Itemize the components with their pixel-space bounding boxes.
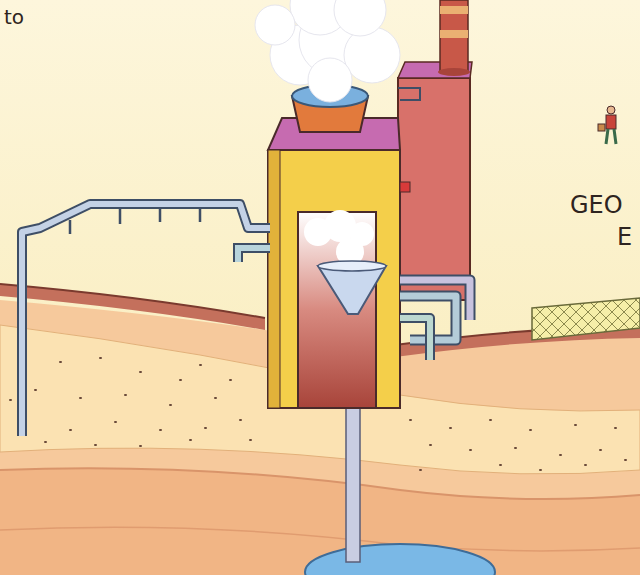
pipe-elbow bbox=[238, 248, 270, 262]
layer-line bbox=[0, 527, 640, 551]
worker-head bbox=[607, 106, 615, 114]
steam-puff bbox=[344, 27, 400, 83]
fence bbox=[532, 298, 640, 340]
pipe-elbow bbox=[238, 248, 270, 262]
steam-funnel bbox=[318, 266, 386, 314]
worker bbox=[598, 106, 616, 144]
worker-legs bbox=[606, 129, 616, 144]
steam-puff bbox=[334, 0, 386, 36]
hot-water-reservoir bbox=[305, 544, 495, 575]
plant-frame bbox=[268, 150, 400, 408]
pipe-supports bbox=[70, 208, 200, 234]
water-pipe bbox=[400, 318, 430, 360]
layer-line bbox=[0, 468, 640, 499]
steam-cloud bbox=[255, 0, 400, 102]
small-pipe bbox=[398, 88, 420, 100]
chimney-base bbox=[438, 68, 470, 76]
steam-puff bbox=[255, 5, 295, 45]
chimney-stripe bbox=[440, 30, 468, 38]
building-block bbox=[398, 78, 470, 300]
title-fragment: E bbox=[617, 224, 632, 250]
hall-steam bbox=[304, 210, 374, 266]
steam-pipe bbox=[22, 204, 270, 436]
ground-edge bbox=[0, 284, 265, 318]
title-fragment: GEO bbox=[570, 192, 623, 218]
caption-fragment: to bbox=[4, 6, 24, 28]
worker-bag bbox=[598, 124, 605, 131]
funnel-rim bbox=[318, 261, 386, 271]
worker-body bbox=[606, 115, 616, 129]
chimney bbox=[440, 0, 468, 72]
steam-pipe bbox=[22, 204, 270, 436]
water-pipe bbox=[400, 318, 430, 360]
chimney-stripe bbox=[440, 6, 468, 14]
ground-edge bbox=[0, 284, 265, 330]
steam-puff bbox=[308, 58, 352, 102]
plant-frame-side bbox=[268, 150, 280, 408]
valve bbox=[400, 182, 410, 192]
